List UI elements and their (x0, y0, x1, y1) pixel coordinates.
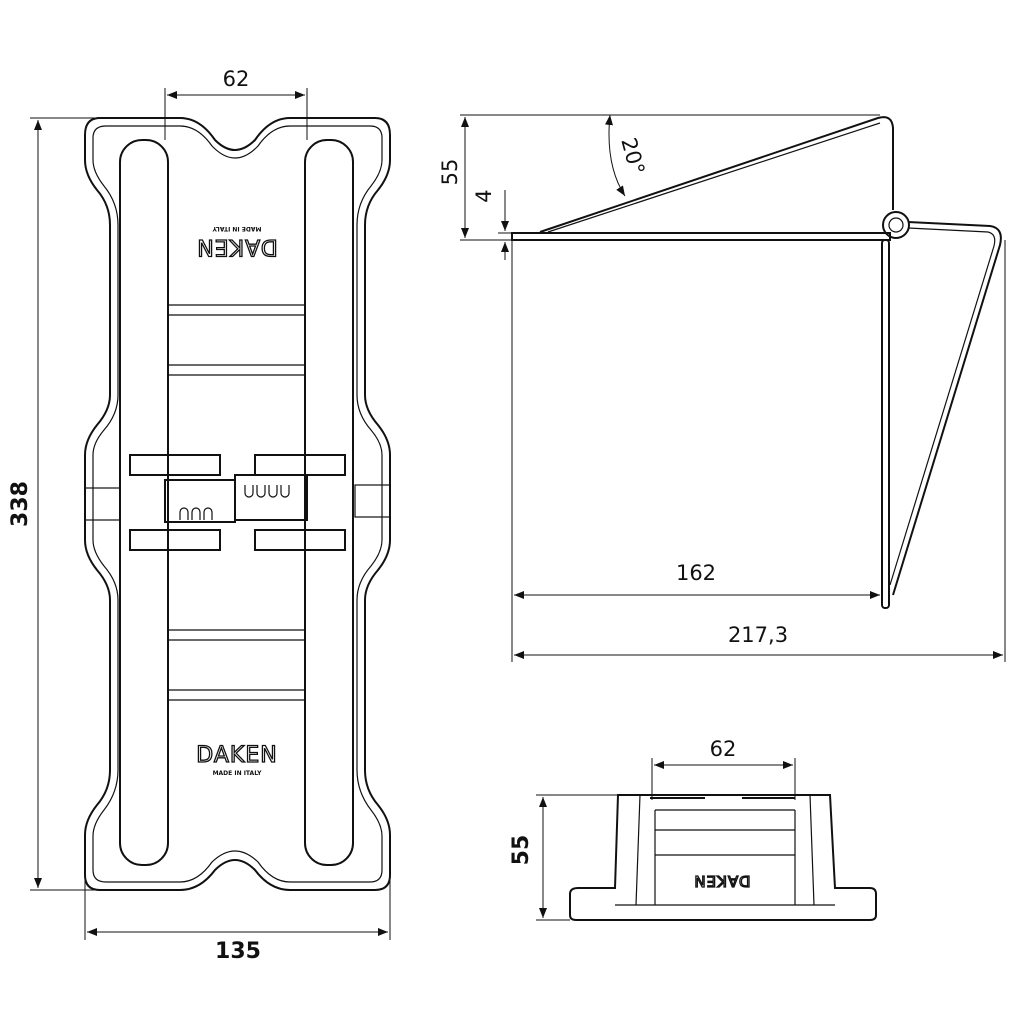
front-view: DAKEN 62 55 (509, 737, 877, 921)
side-view: 55 4 20° 162 217,3 (438, 114, 1006, 662)
dim-base-162: 162 (676, 561, 716, 585)
dim-front-62: 62 (710, 737, 737, 761)
logo-bottom: DAKEN (196, 743, 277, 768)
dim-overall-217-3: 217,3 (728, 623, 788, 647)
dim-angle-20: 20° (616, 135, 649, 177)
logo-subtext-top: MADE IN ITALY (212, 225, 262, 232)
dim-top-62: 62 (223, 67, 250, 91)
dim-thickness-4: 4 (472, 189, 496, 202)
logo-subtext-bottom: MADE IN ITALY (213, 770, 263, 777)
dim-length-338: 338 (8, 481, 33, 527)
front-logo: DAKEN (693, 872, 750, 890)
logo-top: DAKEN (196, 234, 277, 259)
dim-side-height-55: 55 (438, 159, 462, 186)
dim-front-height-55: 55 (509, 835, 534, 866)
top-view: DAKEN MADE IN ITALY DAKEN MADE IN ITALY … (8, 67, 391, 964)
dim-width-135: 135 (215, 939, 261, 964)
